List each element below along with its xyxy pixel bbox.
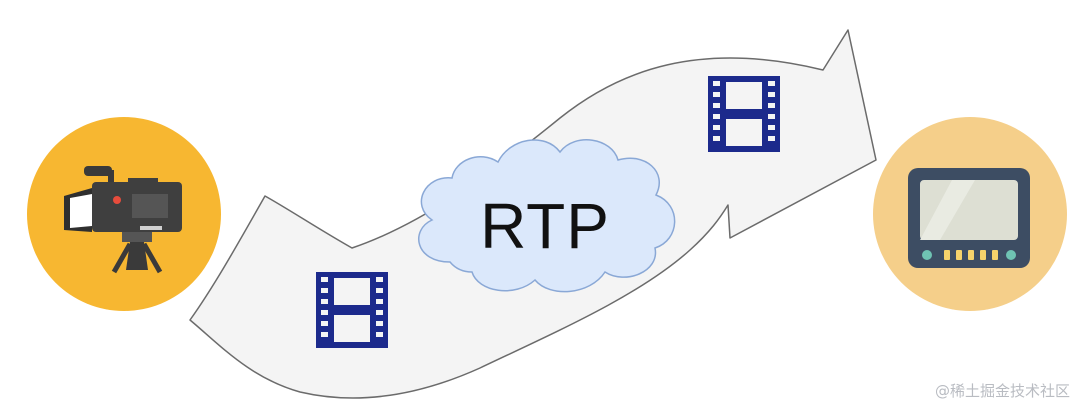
protocol-label: RTP <box>480 190 610 262</box>
network-cloud <box>418 139 676 293</box>
video-camera-icon <box>27 117 221 311</box>
film-strip-icon <box>316 272 388 348</box>
watermark: @稀土掘金技术社区 <box>934 382 1070 400</box>
tv-monitor-icon <box>873 117 1067 311</box>
film-strip-icon <box>708 76 780 152</box>
